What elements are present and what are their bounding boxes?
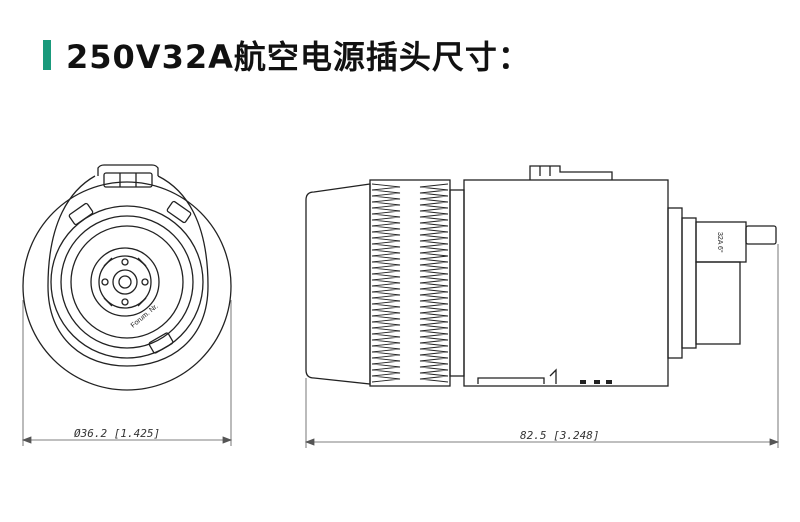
front-outer-ring — [22, 181, 232, 391]
side-bottom-marks — [580, 380, 612, 384]
side-length-label: 82.5 [3.248] — [520, 429, 599, 442]
side-rating-marking: 32A 6° — [716, 232, 724, 253]
front-inner-housing — [47, 175, 209, 367]
title-accent-bar — [43, 40, 51, 70]
front-ring-3 — [70, 225, 184, 339]
side-knurled-ring — [369, 179, 451, 387]
front-ring-2 — [60, 215, 194, 349]
side-dimension — [304, 244, 780, 448]
front-latch-window — [103, 172, 153, 188]
side-main-body — [463, 179, 669, 387]
front-dimension — [21, 300, 233, 446]
page-title: 250V32A航空电源插头尺寸： — [66, 38, 531, 76]
front-ring-1 — [50, 205, 204, 359]
side-rear-cap — [305, 183, 371, 385]
side-knurl-pattern — [371, 183, 449, 383]
front-diameter-label: Ø36.2 [1.425] — [74, 427, 160, 440]
front-view — [22, 164, 232, 391]
front-insert — [90, 247, 160, 317]
front-center-pin — [112, 269, 138, 295]
side-view — [305, 165, 777, 387]
front-top-latch — [97, 164, 159, 176]
side-top-latch — [529, 165, 613, 180]
